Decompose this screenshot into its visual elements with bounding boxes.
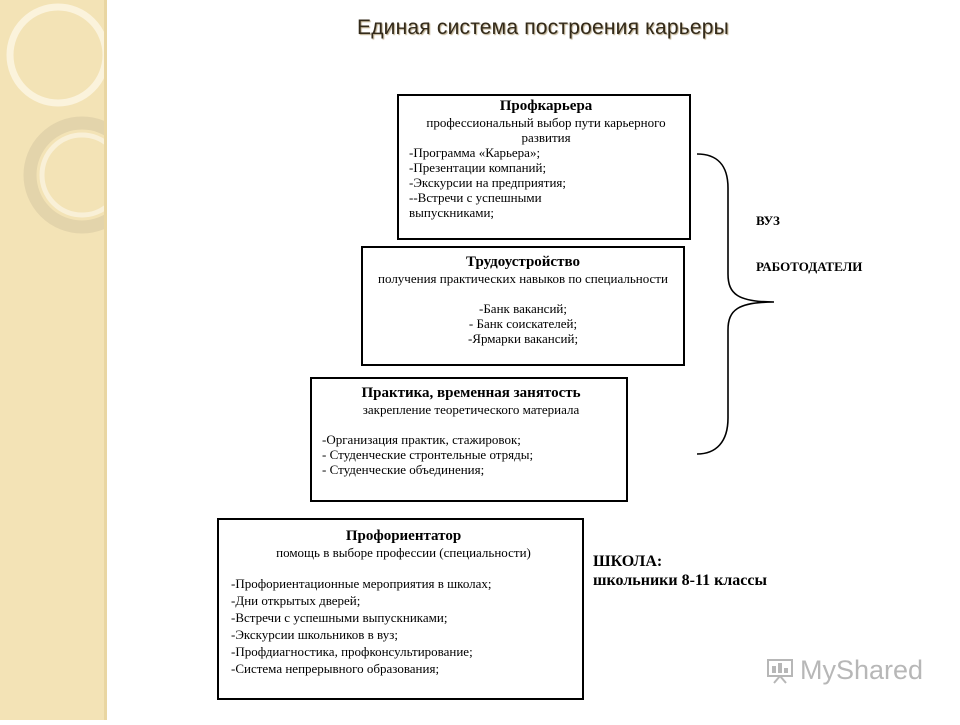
watermark-text: MyShared: [800, 655, 924, 685]
list-item: выпускниками;: [409, 205, 495, 220]
list-item: -Презентации компаний;: [409, 160, 547, 175]
box-items: -Профориентационные мероприятия в школах…: [231, 576, 576, 676]
school-label: ШКОЛА: школьники 8-11 классы: [593, 552, 767, 590]
list-item: --Встречи с успешными: [409, 190, 542, 205]
list-item: -Профориентационные мероприятия в школах…: [231, 576, 492, 591]
list-item: -Экскурсии школьников в вуз;: [231, 627, 398, 642]
label-vuz: ВУЗ: [756, 213, 780, 228]
school-subtitle: школьники 8-11 классы: [593, 572, 767, 589]
list-item: -Профдиагностика, профконсультирование;: [231, 644, 473, 659]
box-items: -Организация практик, стажировок; - Студ…: [322, 432, 620, 477]
school-title: ШКОЛА:: [593, 553, 663, 570]
box-proforientator: Профориентатор помощь в выборе профессии…: [217, 518, 584, 700]
curly-brace: [696, 153, 775, 455]
sidebar-edge: [104, 0, 107, 720]
box-subtitle: закрепление теоретического материала: [362, 402, 580, 417]
box-subtitle: получения практических навыков по специа…: [378, 271, 668, 286]
list-item: -Встречи с успешными выпускниками;: [231, 610, 448, 625]
box-trudoustroistvo: Трудоустройство получения практических н…: [361, 246, 685, 366]
box-title: Профкарьера: [499, 98, 593, 114]
list-item: -Экскурсии на предприятия;: [409, 175, 567, 190]
list-item: -Организация практик, стажировок;: [322, 432, 521, 447]
watermark: MyShared: [766, 655, 923, 686]
list-item: - Банк соискателей;: [468, 316, 578, 331]
list-item: -Дни открытых дверей;: [231, 593, 361, 608]
list-item: -Ярмарки вакансий;: [467, 331, 579, 346]
box-title: Практика, временная занятость: [361, 385, 581, 401]
box-subtitle: помощь в выборе профессии (специальности…: [276, 545, 531, 560]
slide-title: Единая система построения карьеры: [357, 16, 729, 39]
box-title: Профориентатор: [345, 528, 462, 544]
list-item: -Система непрерывного образования;: [231, 661, 440, 676]
box-items: -Программа «Карьера»; -Презентации компа…: [409, 145, 683, 220]
label-employers: РАБОТОДАТЕЛИ: [756, 259, 863, 274]
list-item: -Банк вакансий;: [479, 301, 567, 316]
box-praktika: Практика, временная занятость закреплени…: [310, 377, 628, 502]
decorative-sidebar: [0, 0, 141, 720]
decorative-circles: [6, 3, 141, 234]
box-title: Трудоустройство: [466, 254, 580, 270]
box-items: -Банк вакансий; - Банк соискателей; -Ярм…: [369, 301, 677, 346]
list-item: -Программа «Карьера»;: [409, 145, 541, 160]
box-subtitle: профессиональный выбор пути карьерного р…: [426, 115, 666, 145]
box-profkariera: Профкарьера профессиональный выбор пути …: [397, 94, 691, 240]
list-item: - Студенческие объединения;: [322, 462, 485, 477]
presentation-icon: [767, 658, 793, 684]
list-item: - Студенческие стронтельные отряды;: [322, 447, 534, 462]
